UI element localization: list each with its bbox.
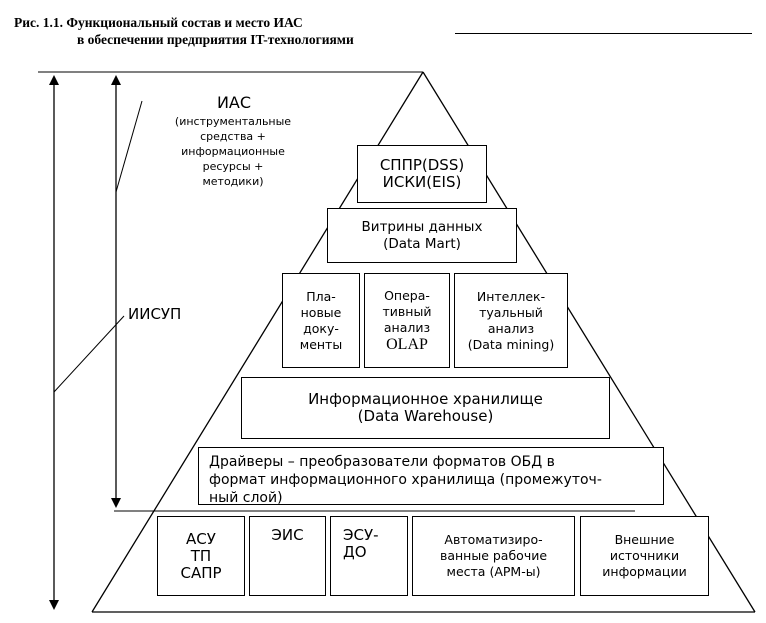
ias-title: ИАС bbox=[216, 93, 252, 112]
box-line: Драйверы – преобразователи форматов ОБД … bbox=[209, 454, 555, 470]
caption-rule bbox=[455, 33, 752, 34]
box-line: доку- bbox=[303, 320, 339, 336]
asu-tp-sapr-box: АСУ ТП САПР bbox=[157, 516, 245, 596]
box-line: САПР bbox=[180, 563, 222, 582]
ias-desc-line: средства + bbox=[200, 130, 266, 143]
box-line: источники bbox=[609, 548, 680, 563]
ias-desc-line: информационные bbox=[181, 145, 285, 158]
box-line: Витрины данных bbox=[361, 218, 483, 235]
box-line: (Data Mart) bbox=[383, 235, 461, 252]
box-line: Пла- bbox=[306, 288, 336, 304]
caption-line-2: в обеспечении предприятия IT-технологиям… bbox=[77, 32, 354, 47]
data-mining-box: Интеллек- туальный анализ (Data mining) bbox=[454, 273, 568, 368]
box-line: анализ bbox=[383, 319, 431, 335]
workstations-box: Автоматизиро- ванные рабочие места (АРМ-… bbox=[412, 516, 575, 596]
plan-documents-box: Пла- новые доку- менты bbox=[282, 273, 360, 368]
box-line: Внешние bbox=[614, 532, 675, 547]
ias-description: (инструментальные средства + информацион… bbox=[168, 114, 298, 189]
box-line: (Data mining) bbox=[467, 336, 555, 352]
box-line: новые bbox=[300, 304, 342, 320]
dss-eis-box: СППР(DSS) ИСКИ(EIS) bbox=[357, 145, 487, 203]
box-line: Интеллек- bbox=[476, 288, 546, 304]
box-line: тивный bbox=[382, 303, 432, 319]
iisup-label: ИИСУП bbox=[128, 305, 182, 323]
box-line: менты bbox=[299, 336, 343, 352]
box-line: СППР(DSS) bbox=[379, 156, 465, 174]
box-line: АСУ bbox=[186, 529, 216, 548]
external-sources-box: Внешние источники информации bbox=[580, 516, 709, 596]
box-line: (Data Warehouse) bbox=[357, 407, 494, 425]
box-line: информации bbox=[602, 564, 687, 579]
ias-desc-line: ресурсы + bbox=[202, 160, 264, 173]
data-warehouse-box: Информационное хранилище (Data Warehouse… bbox=[241, 377, 610, 439]
box-line: Информационное хранилище bbox=[308, 390, 543, 408]
box-line: Опера- bbox=[384, 287, 430, 303]
olap-box: Опера- тивный анализ OLAP bbox=[364, 273, 450, 368]
box-line: ЭСУ- bbox=[343, 526, 379, 544]
box-line: формат информационного хранилища (промеж… bbox=[209, 472, 602, 488]
ias-leader-line bbox=[115, 100, 143, 193]
box-line: ный слой) bbox=[209, 490, 283, 505]
box-line: ванные рабочие bbox=[439, 548, 548, 563]
eis-box: ЭИС bbox=[249, 516, 326, 596]
box-line: анализ bbox=[487, 320, 535, 336]
data-mart-box: Витрины данных (Data Mart) bbox=[327, 208, 517, 263]
box-line: ЭИС bbox=[271, 526, 304, 544]
figure-caption: Рис. 1.1. Функциональный состав и место … bbox=[14, 14, 354, 48]
box-line: туальный bbox=[479, 304, 543, 320]
ias-desc-line: (инструментальные bbox=[174, 115, 292, 128]
esudo-box: ЭСУ- ДО bbox=[330, 516, 408, 596]
box-line: места (АРМ-ы) bbox=[446, 564, 541, 579]
box-line: Автоматизиро- bbox=[444, 532, 543, 547]
box-line: ТП bbox=[190, 546, 212, 565]
iisup-leader-line bbox=[53, 315, 125, 393]
box-line: ИСКИ(EIS) bbox=[382, 173, 462, 191]
ias-desc-line: методики) bbox=[202, 175, 264, 188]
caption-line-1: Рис. 1.1. Функциональный состав и место … bbox=[14, 15, 303, 30]
box-line: OLAP bbox=[386, 335, 428, 353]
drivers-box: Драйверы – преобразователи форматов ОБД … bbox=[198, 447, 664, 505]
box-line: ДО bbox=[343, 543, 367, 561]
